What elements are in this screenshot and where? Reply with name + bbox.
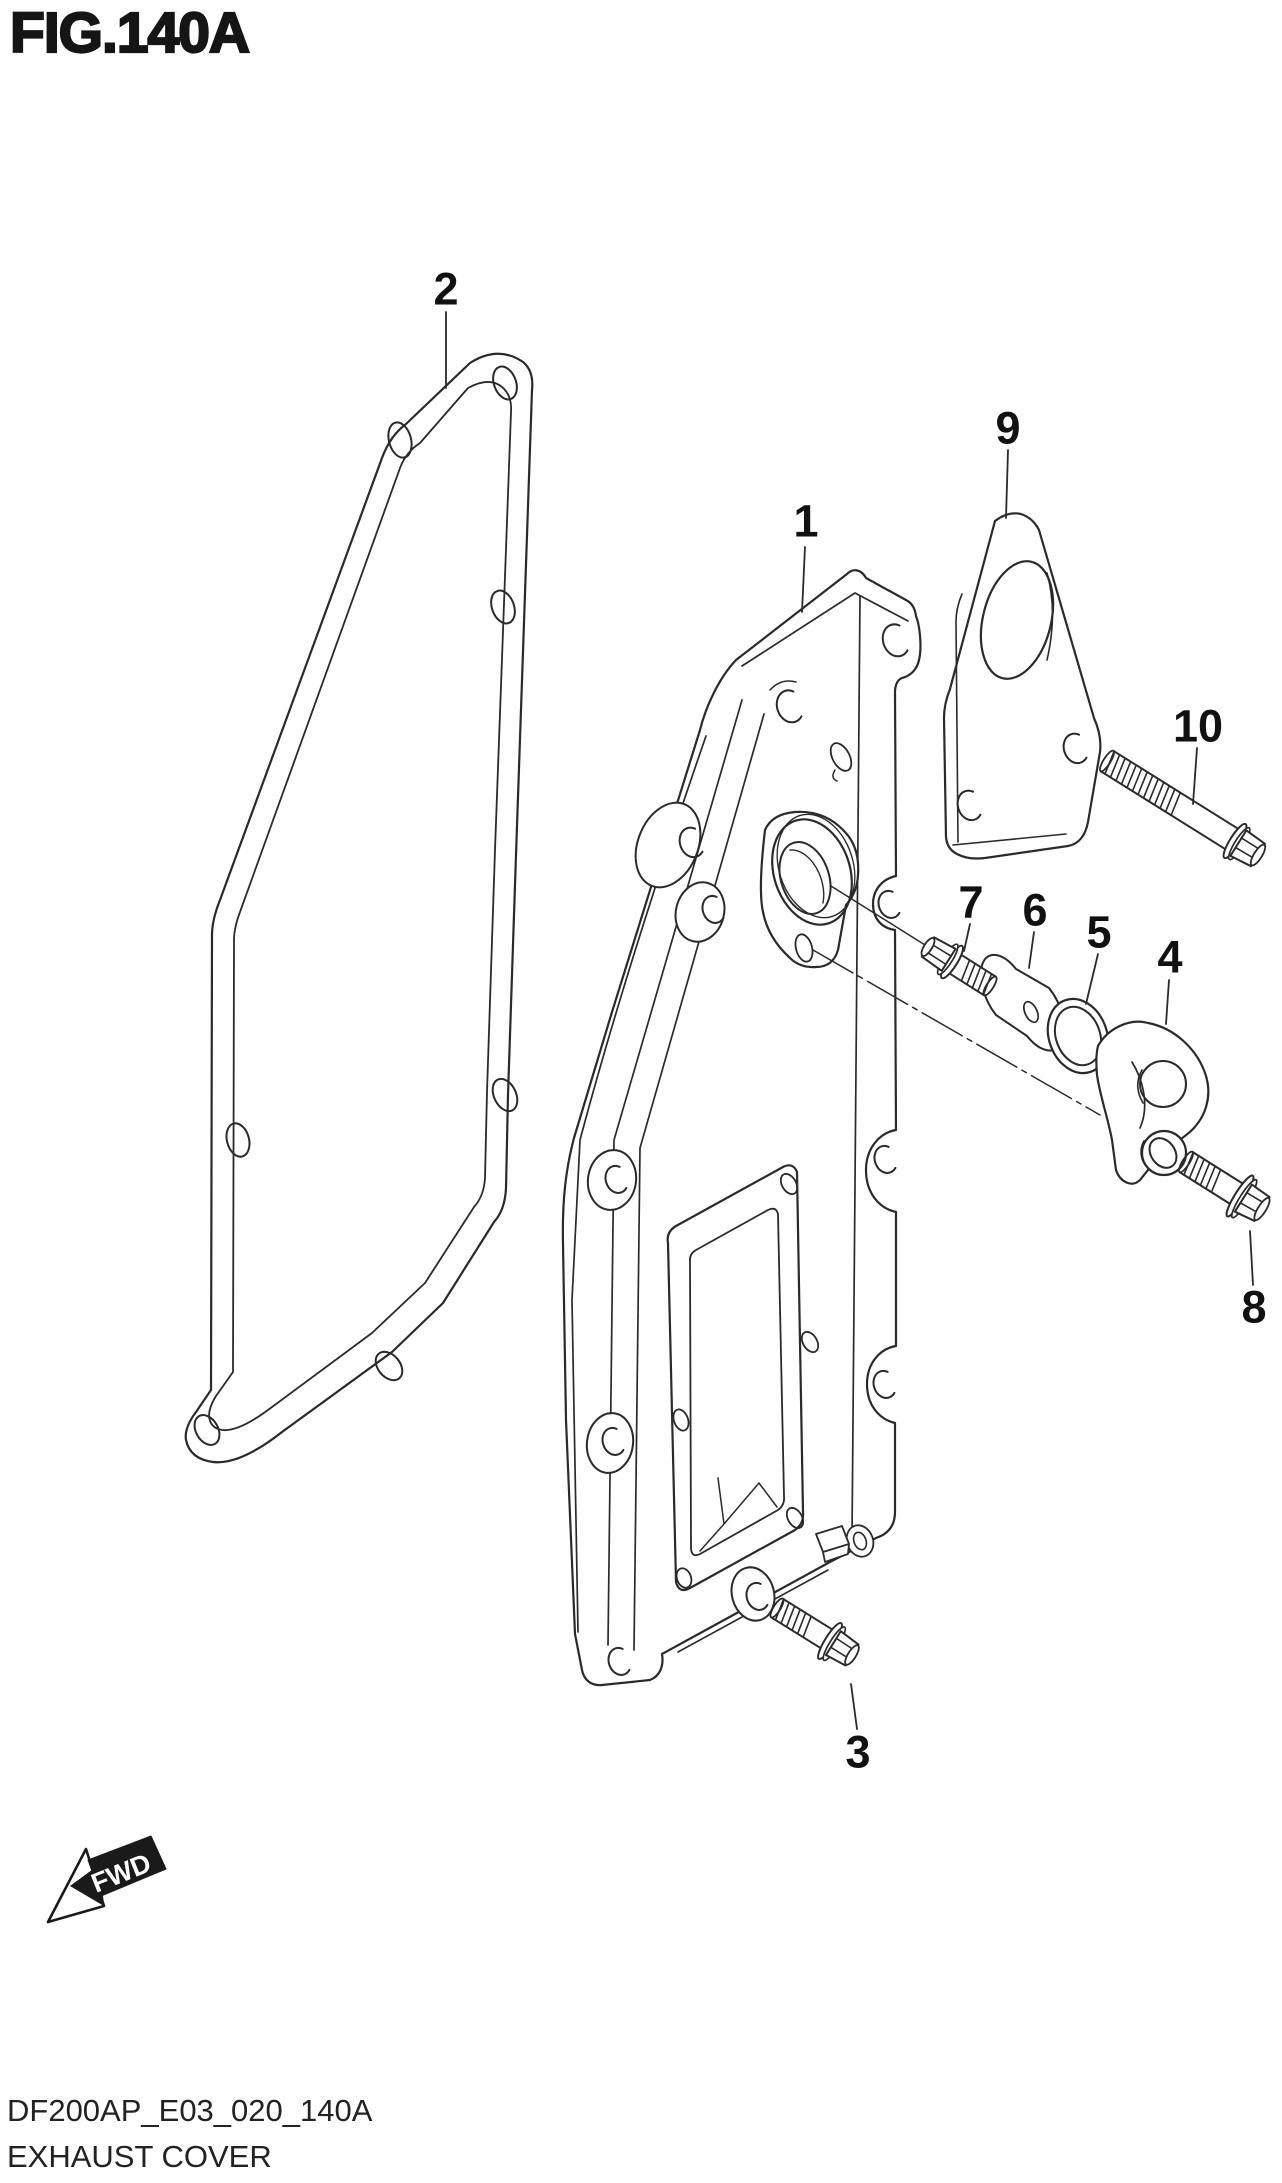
callout-ref-5: 5 [1086,907,1111,958]
bolt-hole-mark [678,826,704,859]
bolt-hole-mark [604,1164,628,1194]
bolt-hole-mark [607,1646,631,1676]
bolt-hole-mark [872,1369,896,1399]
callout-leader-8 [1249,1230,1254,1286]
bolt-7 [920,936,998,997]
bolt-hole-mark [775,689,803,724]
part-bracket-plate [942,512,1102,860]
bolt-8 [1178,1150,1271,1222]
bolt-hole-mark [745,1581,769,1611]
callout-leader-6 [1028,931,1035,969]
callout-ref-3: 3 [845,1727,870,1778]
part-gasket [184,352,534,1464]
bolt-hole-mark [601,1426,625,1456]
fastener-bolts [769,749,1271,1667]
figure-title: FIG.140A [9,0,251,66]
bolt-hole-mark [873,1144,897,1174]
callout-ref-6: 6 [1022,885,1047,936]
part-anode [1095,1020,1210,1185]
callout-ref-10: 10 [1173,701,1223,752]
bolt-hole-marks [601,623,1088,1676]
drawing-footer: DF200AP_E03_020_140A EXHAUST COVER [7,2093,372,2175]
part-seal-ring [1046,997,1110,1075]
callout-ref-7: 7 [958,877,983,928]
callout-ref-4: 4 [1157,932,1182,983]
callout-ref-8: 8 [1241,1282,1266,1333]
bolt-hole-mark [877,889,901,919]
callout-leader-1 [801,546,806,613]
callout-leader-3 [850,1683,858,1730]
callout-leader-10 [1192,747,1198,805]
bolt-10 [1099,749,1267,868]
callout-leader-9 [1005,449,1009,519]
callout-ref-1: 1 [793,496,818,547]
callout-leader-7 [963,923,971,952]
part-exhaust-cover [561,569,922,1687]
fwd-direction-arrow: FWD [46,1835,167,1924]
bolt-3 [769,1597,860,1667]
callout-leader-4 [1165,979,1170,1025]
bolt-hole-mark [956,789,982,822]
drawing-code: DF200AP_E03_020_140A [7,2093,373,2128]
part-group-title: EXHAUST COVER [7,2139,272,2174]
bolt-hole-mark [881,623,909,658]
callout-leader-5 [1085,953,1099,1005]
bolt-hole-mark [1062,732,1088,765]
bolt-hole-mark [701,894,725,924]
callout-ref-2: 2 [433,264,458,315]
callout-ref-9: 9 [995,403,1020,454]
